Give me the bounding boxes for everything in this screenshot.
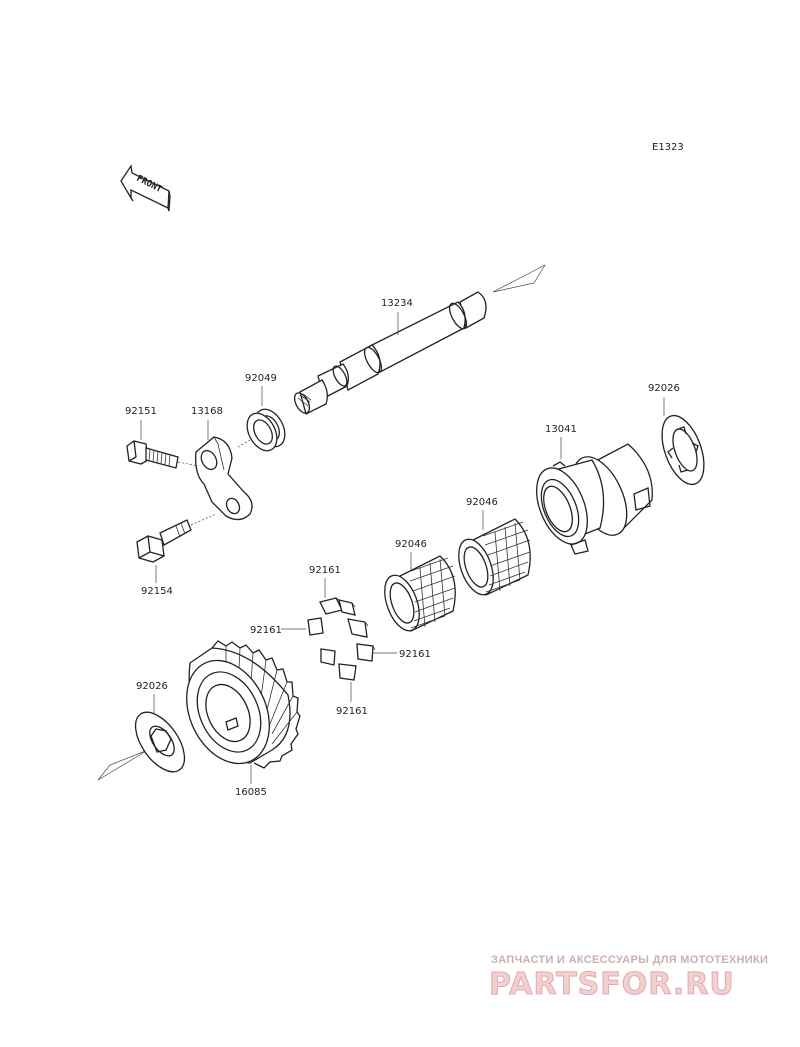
washer-right-part [661, 414, 705, 486]
label-ring-bottom: 92161 [336, 706, 368, 717]
label-ring-left: 92161 [250, 625, 282, 636]
axis-line-upper [492, 264, 546, 293]
label-shaft: 13234 [381, 298, 413, 309]
shaft-part [293, 291, 487, 415]
watermark-logo: ЗАПЧАСТИ И АКСЕССУАРЫ ДЛЯ МОТОТЕХНИКИ PA… [489, 954, 768, 1003]
label-washer-right: 92026 [648, 383, 680, 394]
label-oil-seal: 92049 [245, 373, 277, 384]
bearing-upper-part [458, 518, 531, 596]
label-lever: 13168 [191, 406, 223, 417]
label-bolt-upper: 92151 [125, 406, 157, 417]
label-gear: 16085 [235, 787, 267, 798]
oil-seal-part [246, 408, 286, 452]
label-washer-left: 92026 [136, 681, 168, 692]
front-arrow-icon: FRONT [120, 164, 171, 212]
label-holder: 13041 [545, 424, 577, 435]
ring-segments-part [307, 597, 376, 681]
lever-part [195, 436, 253, 521]
label-bearing-upper: 92046 [466, 497, 498, 508]
watermark-subtitle: ЗАПЧАСТИ И АКСЕССУАРЫ ДЛЯ МОТОТЕХНИКИ [491, 954, 768, 966]
gear-part [186, 640, 301, 769]
label-ring-right: 92161 [399, 649, 431, 660]
label-bolt-lower: 92154 [141, 586, 173, 597]
washer-left-part [134, 711, 186, 773]
label-bearing-lower: 92046 [395, 539, 427, 550]
holder-part [536, 443, 653, 555]
label-ring-top: 92161 [309, 565, 341, 576]
bearing-lower-part [384, 555, 456, 632]
bolt-upper-part [126, 440, 179, 469]
bolt-lower-part [136, 519, 192, 563]
axis-line-lower [97, 749, 149, 781]
watermark-logo-text: PARTSFOR.RU [489, 967, 735, 1002]
diagram-code: E1323 [652, 142, 684, 153]
